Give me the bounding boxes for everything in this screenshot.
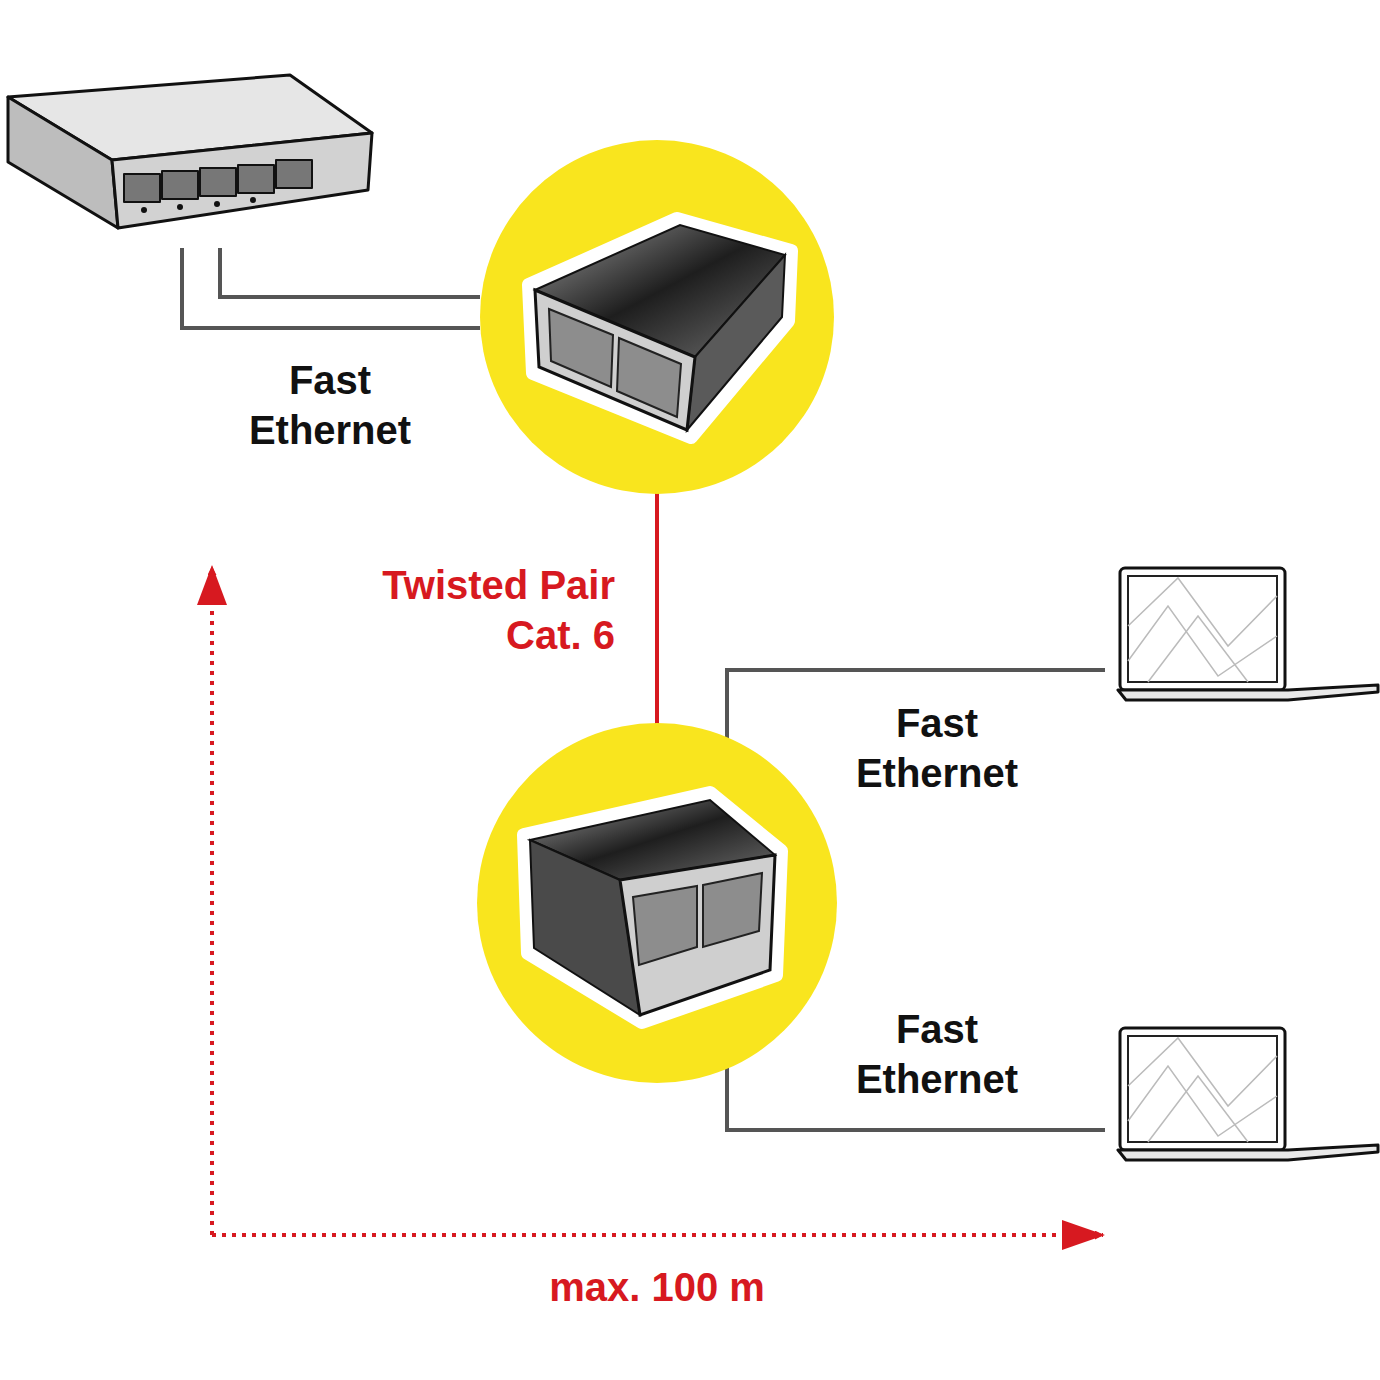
switch-port	[162, 171, 198, 199]
ethernet-wire	[220, 248, 480, 297]
splitter-side	[530, 840, 640, 1015]
pattern-line	[1128, 606, 1277, 676]
switch-side	[8, 97, 118, 228]
laptop	[1118, 1028, 1378, 1160]
pattern-line	[1128, 578, 1277, 646]
splitter-side	[687, 255, 785, 430]
ethernet-wires	[182, 248, 1105, 1130]
switch-leds	[141, 197, 256, 213]
screen-pattern	[1128, 1038, 1277, 1142]
switch-front	[112, 133, 372, 228]
text-label: Fast Ethernet	[230, 355, 430, 455]
pattern-line	[1128, 1038, 1277, 1106]
ethernet-wire	[182, 248, 480, 328]
outline-halo	[529, 219, 791, 437]
outline-halo	[524, 793, 781, 1022]
arrow-head	[1062, 1220, 1105, 1250]
text-label: Fast Ethernet	[837, 698, 1037, 798]
rj45-port	[617, 338, 681, 417]
text-label: max. 100 m	[457, 1262, 857, 1312]
text-label: Twisted Pair Cat. 6	[355, 560, 615, 660]
switch-port	[124, 174, 160, 202]
switch-ports	[124, 160, 312, 202]
laptop-base	[1118, 1145, 1378, 1160]
rj45-port	[633, 886, 697, 965]
highlight-circle	[480, 140, 834, 494]
twisted-pair-cable	[655, 490, 659, 728]
text-label: Fast Ethernet	[837, 1004, 1037, 1104]
led	[250, 197, 256, 203]
led	[177, 204, 183, 210]
network-switch	[8, 75, 372, 228]
splitter-front	[535, 290, 695, 430]
pattern-line	[1128, 1066, 1277, 1136]
screen-pattern	[1128, 578, 1277, 682]
laptop-screen	[1120, 1028, 1285, 1150]
switch-port	[200, 168, 236, 196]
laptop-screen	[1120, 568, 1285, 690]
distance-arrows	[212, 567, 1103, 1235]
switch-port	[238, 165, 274, 193]
led	[141, 207, 147, 213]
rj45-port	[549, 309, 613, 387]
splitter-front	[620, 855, 775, 1015]
laptop-display	[1128, 576, 1277, 682]
laptop-base	[1118, 685, 1378, 700]
rj45-port	[703, 873, 762, 947]
switch-port	[276, 160, 312, 188]
highlight-circle	[477, 723, 837, 1083]
laptop	[1118, 568, 1378, 700]
distance-arrow	[212, 1233, 1103, 1237]
ethernet-splitter	[524, 793, 781, 1022]
laptop-display	[1128, 1036, 1277, 1142]
led	[214, 201, 220, 207]
distance-arrow	[210, 567, 214, 1235]
arrow-head	[197, 565, 227, 605]
ethernet-splitter	[529, 219, 791, 437]
